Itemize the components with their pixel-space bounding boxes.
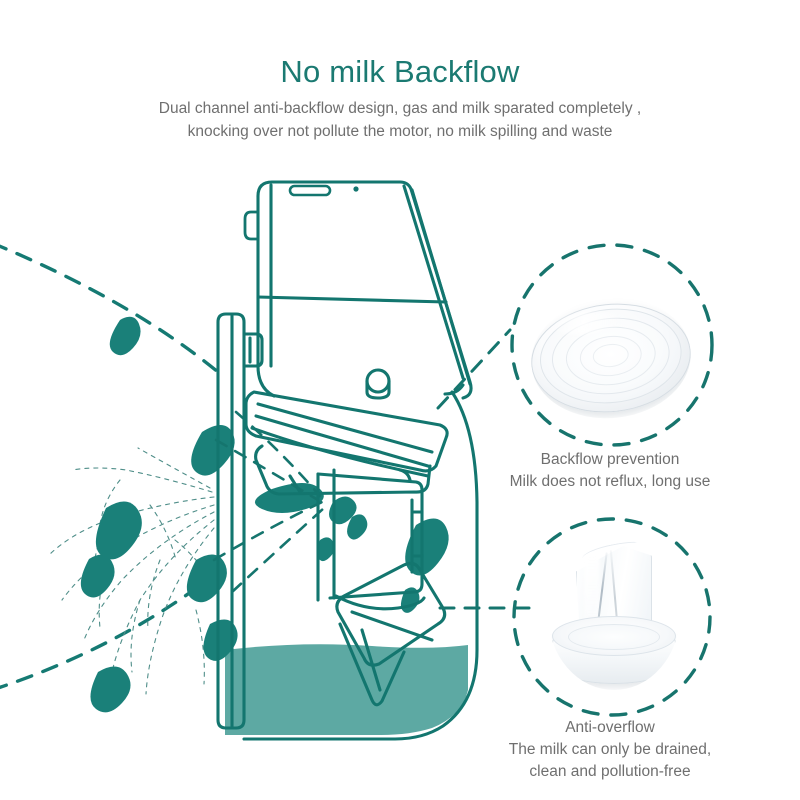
milk-pool — [225, 644, 468, 735]
inset-circle-backflow-prevention — [510, 243, 714, 447]
header-block: No milk Backflow Dual channel anti-backf… — [0, 52, 800, 143]
caption-backflow-prevention: Backflow prevention Milk does not reflux… — [440, 449, 780, 493]
breast-outline — [0, 244, 220, 690]
page-title: No milk Backflow — [280, 54, 520, 89]
caption-antioverflow-line-1: Anti-overflow — [565, 719, 655, 736]
membrane-housing-lower-plate — [254, 444, 432, 496]
inset-circle-anti-overflow — [512, 517, 712, 717]
caption-anti-overflow: Anti-overflow The milk can only be drain… — [440, 717, 780, 783]
valve-chamber-body — [316, 468, 426, 611]
motor-vent-slot — [288, 184, 332, 197]
duckbill-valve-outlet — [335, 561, 447, 707]
subtitle-line-1: Dual channel anti-backflow design, gas a… — [158, 100, 642, 117]
pump-motor-body — [256, 180, 473, 400]
page-subtitle: Dual channel anti-backflow design, gas a… — [0, 97, 800, 143]
caption-antioverflow-line-2: The milk can only be drained, — [508, 741, 712, 758]
milk-droplets — [80, 316, 238, 713]
caption-backflow-line-1: Backflow prevention — [540, 451, 680, 468]
leader-line-upper — [436, 328, 512, 410]
milk-bottle-outline — [242, 390, 479, 741]
caption-antioverflow-line-3: clean and pollution-free — [529, 763, 691, 780]
subtitle-line-2: knocking over not pollute the motor, no … — [187, 123, 613, 140]
duckbill-valve-base-inner — [568, 624, 660, 650]
membrane-housing — [244, 368, 449, 478]
caption-backflow-line-2: Milk does not reflux, long use — [509, 473, 711, 490]
motor-indicator-dot — [353, 186, 359, 192]
duckbill-valve-photo — [548, 538, 680, 690]
motor-side-button — [243, 210, 260, 241]
breast-shield-flange — [216, 312, 264, 730]
